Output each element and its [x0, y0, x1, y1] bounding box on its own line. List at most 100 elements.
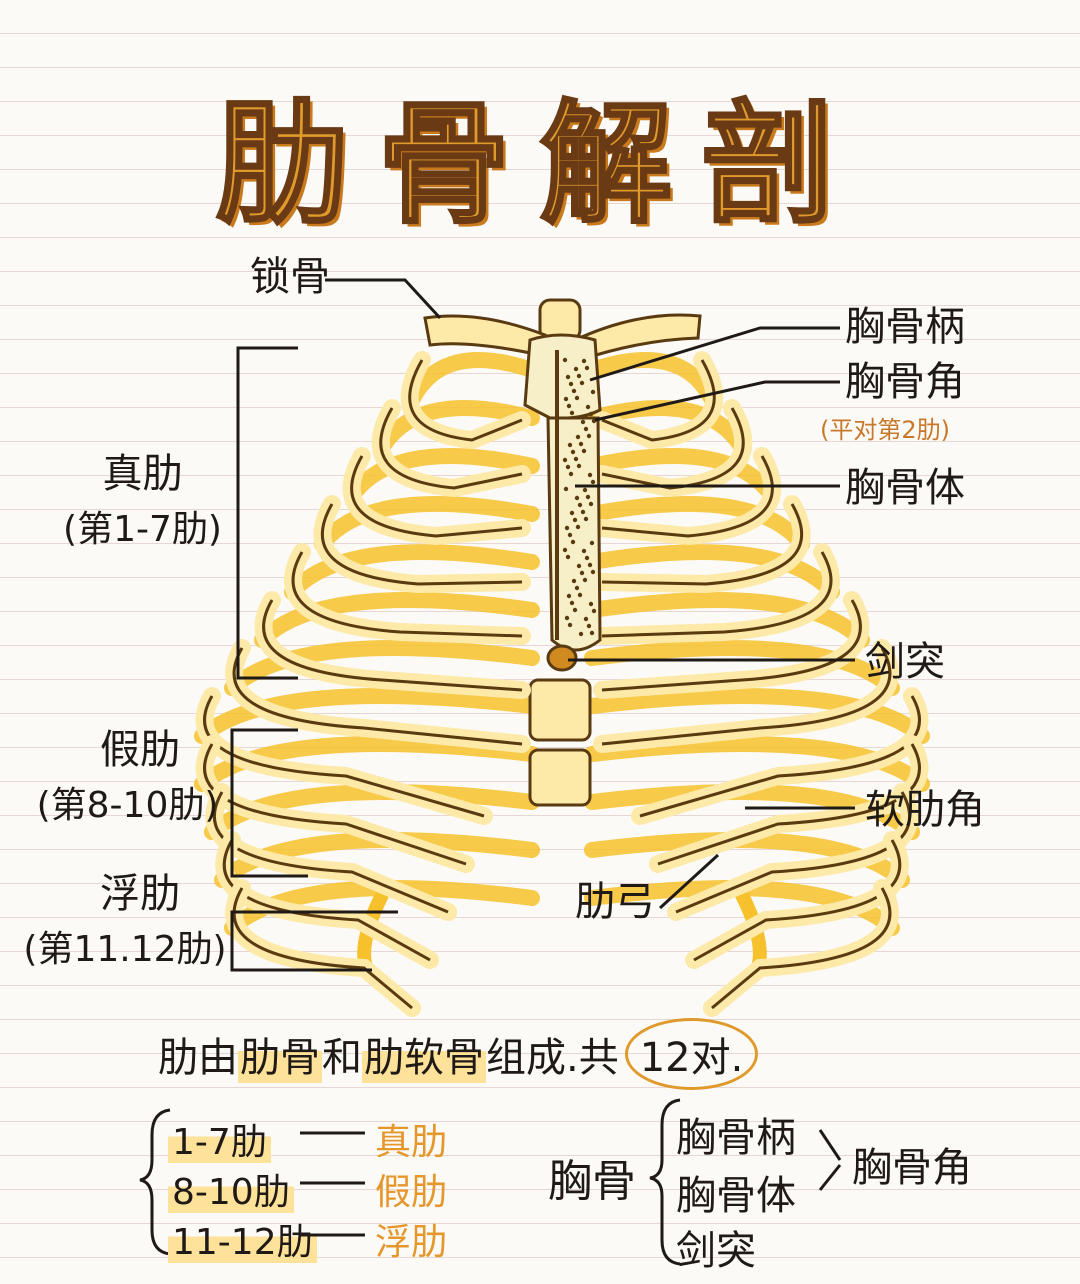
sternum-speckle	[581, 358, 587, 364]
sternum-speckle	[587, 562, 593, 568]
posterior-rib	[194, 688, 540, 744]
rib-class-range: 8-10肋	[168, 1172, 294, 1213]
sternum-speckle	[581, 548, 587, 554]
posterior-rib	[584, 880, 900, 936]
sternum-speckle	[584, 365, 590, 371]
anterior-rib	[601, 647, 892, 746]
sternum-part-body: 胸骨体	[676, 1173, 796, 1219]
anterior-rib	[203, 743, 467, 866]
posterior-rib	[224, 640, 540, 696]
sternum-speckle	[562, 357, 568, 363]
false-ribs-range: (第8-10肋)	[36, 785, 219, 826]
posterior-rib	[204, 784, 540, 840]
costal-angle-label: 软肋角	[865, 787, 985, 833]
anterior-rib	[639, 695, 921, 818]
clavicle-label: 锁骨	[250, 254, 330, 300]
anterior-rib	[350, 455, 523, 538]
anterior-rib	[212, 791, 449, 914]
sternal-angle-label: 胸骨角	[845, 359, 965, 405]
sternum-speckle	[565, 374, 571, 380]
floating-ribs-range: (第11.12肋)	[23, 929, 227, 970]
sternum-speckle	[589, 630, 595, 636]
posterior-rib	[584, 640, 900, 696]
sternum-speckle	[566, 593, 572, 599]
sternum-speckle	[576, 463, 582, 469]
posterior-rib	[194, 736, 540, 792]
false-ribs-label: 假肋	[100, 727, 180, 773]
sternum-speckle	[588, 501, 594, 507]
rib-class-range: 1-7肋	[168, 1122, 271, 1163]
anterior-rib	[262, 599, 523, 692]
sternum-speckle	[578, 441, 584, 447]
sternum-speckle	[586, 623, 592, 629]
sternum-speckle	[585, 494, 591, 500]
sternum-speckle	[562, 457, 568, 463]
sternum-speckle	[590, 569, 596, 575]
posterior-rib	[374, 400, 540, 456]
posterior-rib	[404, 352, 540, 408]
summary-part5: 组成.共	[486, 1035, 619, 1081]
anterior-rib	[320, 503, 523, 586]
sternum-body-label: 胸骨体	[845, 465, 965, 511]
anterior-rib	[601, 551, 833, 638]
sternal-angle-note: (平对第2肋)	[820, 416, 950, 444]
anterior-rib	[711, 887, 892, 1010]
anterior-rib	[232, 887, 413, 1010]
posterior-rib	[584, 832, 910, 888]
sternum-speckle	[562, 547, 568, 553]
sternum-speckle	[573, 366, 579, 372]
sternum-speckle	[567, 622, 573, 628]
posterior-rib	[314, 496, 540, 552]
anterior-rib	[222, 839, 431, 962]
anterior-rib	[408, 359, 523, 442]
sternum-speckle	[588, 411, 594, 417]
anterior-rib	[601, 503, 804, 586]
manubrium-label: 胸骨柄	[845, 304, 965, 350]
sternum-speckle	[591, 608, 597, 614]
floating-ribs-label: 浮肋	[100, 871, 180, 917]
sternum-speckle	[577, 502, 583, 508]
sternum-speckle	[583, 616, 589, 622]
posterior-rib	[284, 544, 540, 600]
clavicles	[423, 313, 702, 362]
anterior-rib	[601, 455, 774, 538]
summary-count: 12对.	[624, 1018, 759, 1090]
sternum-speckle	[570, 539, 576, 545]
true-ribs-range: (第1-7肋)	[63, 509, 222, 550]
true-ribs-label: 真肋	[102, 451, 183, 497]
summary-part3: 和	[322, 1035, 362, 1081]
posterior-rib	[254, 592, 540, 648]
anterior-rib	[232, 647, 523, 746]
sternum-speckle	[582, 577, 588, 583]
anterior-rib	[601, 599, 862, 692]
sternum-speckle	[578, 631, 584, 637]
sternum-speckle	[569, 410, 575, 416]
sternum-group-label: 胸骨	[548, 1156, 636, 1207]
sternum-speckle	[579, 570, 585, 576]
costal-arch-label: 肋弓	[575, 879, 655, 925]
rib-class-row-1: 1-7肋	[168, 1113, 271, 1165]
sternum-speckle	[568, 471, 574, 477]
sternum-speckle	[564, 615, 570, 621]
posterior-rib	[584, 400, 750, 456]
posterior-rib	[584, 448, 780, 504]
posterior-rib	[344, 448, 540, 504]
sternum-speckle	[583, 426, 589, 432]
sternum-speckle	[574, 495, 580, 501]
sternum-speckle	[564, 525, 570, 531]
summary-cartilage: 肋软骨	[362, 1025, 486, 1083]
anterior-rib	[379, 407, 523, 490]
sternum-speckle	[590, 479, 596, 485]
sternum-merge-label: 胸骨角	[852, 1145, 972, 1191]
sternum-speckle	[563, 486, 569, 492]
posterior-rib	[584, 496, 810, 552]
sternum-speckle	[582, 487, 588, 493]
sternum-speckle	[580, 509, 586, 515]
sternum-speckle	[586, 433, 592, 439]
sternum-speckle	[581, 448, 587, 454]
sternum-speckle	[577, 592, 583, 598]
sternum-speckle	[568, 381, 574, 387]
anterior-rib	[601, 359, 716, 442]
